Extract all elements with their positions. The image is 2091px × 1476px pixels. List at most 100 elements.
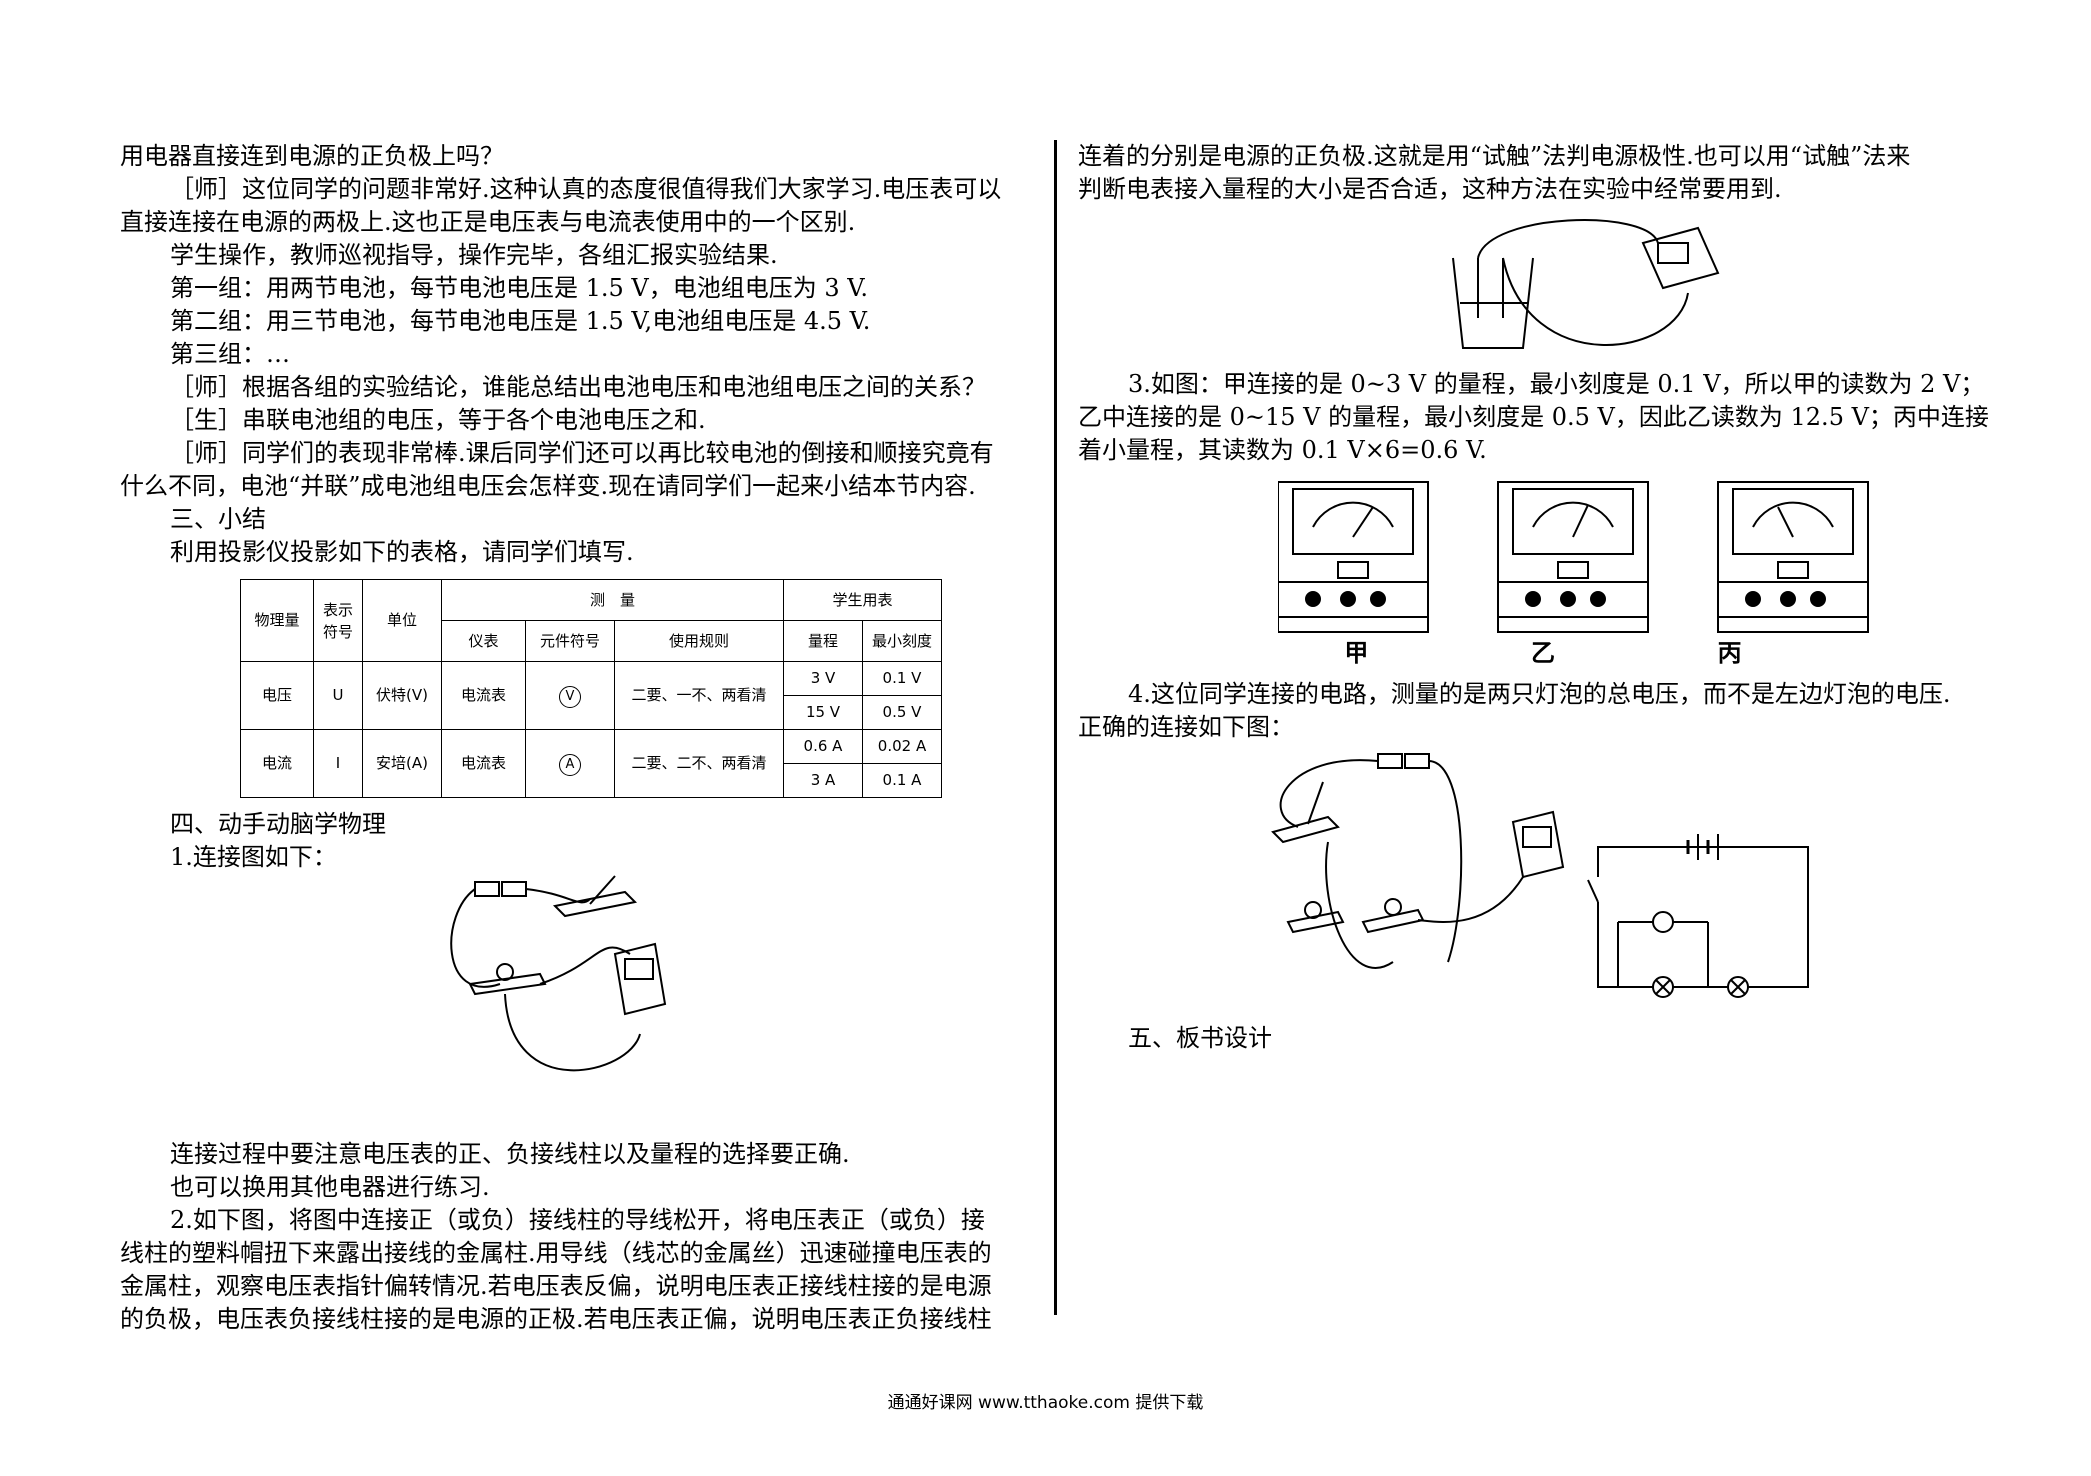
section-heading: 三、小结 (170, 505, 266, 533)
text-line: 直接连接在电源的两极上.这也正是电压表与电流表使用中的一个区别. (120, 208, 856, 236)
meter-label-jia: 甲 (1344, 639, 1369, 667)
wire-icon (1417, 876, 1524, 923)
text-line: 金属柱，观察电压表指针偏转情况.若电压表反偏，说明电压表正接线柱接的是电源 (120, 1272, 992, 1300)
text-line: ［师］这位同学的问题非常好.这种认真的态度很值得我们大家学习.电压表可以 (170, 175, 1002, 203)
bulb-icon (496, 963, 514, 981)
text-line: 的负极，电压表负接线柱接的是电源的正极.若电压表正偏，说明电压表正负接线柱 (120, 1305, 992, 1333)
text-line: 用电器直接连到电源的正负极上吗？ (120, 142, 504, 170)
battery-icon (1377, 753, 1403, 769)
meter-yi-icon (1497, 481, 1649, 633)
battery-icon (474, 881, 500, 897)
switch-lever-icon (589, 875, 616, 905)
battery-icon (1404, 753, 1430, 769)
summary-table-wrap: 物理量 表示符号 单位 测 量 学生用表 仪表 元件符号 使用规则 量程 最小刻… (240, 579, 1035, 798)
wire-icon (1502, 257, 1689, 346)
cell-quantity: 电压 (240, 661, 314, 730)
text-line: ［师］同学们的表现非常棒.课后同学们还可以再比较电池的倒接和顺接究竟有 (170, 439, 994, 467)
voltmeter-dial-icon (1522, 826, 1552, 848)
text-line: 连着的分别是电源的正负极.这就是用“试触”法判电源极性.也可以用“试触”法来 (1078, 142, 1911, 170)
meter-label-yi: 乙 (1531, 639, 1555, 667)
cell-min-division: 0.02 A (862, 729, 942, 764)
th-instrument: 仪表 (441, 620, 526, 662)
text-line: 第三组：… (170, 340, 290, 368)
text-line: 利用投影仪投影如下的表格，请同学们填写. (170, 538, 634, 566)
bulb-base-icon (1286, 910, 1345, 934)
bulb-base-icon (1361, 908, 1425, 934)
meter-bing-icon (1717, 481, 1869, 633)
footer: 通通好课网 www.tthaoke.com 提供下载 (887, 1393, 1204, 1413)
cell-instrument: 电流表 (441, 729, 526, 798)
cell-component: V (525, 661, 615, 730)
text-line: 正确的连接如下图： (1078, 713, 1294, 741)
voltmeter-icon (1641, 226, 1720, 290)
cell-unit: 安培(A) (362, 729, 442, 798)
th-quantity: 物理量 (240, 579, 314, 662)
meter-label-bing: 丙 (1717, 639, 1742, 667)
cell-symbol: I (313, 729, 363, 798)
cell-unit: 伏特(V) (362, 661, 442, 730)
wire-icon (1428, 760, 1463, 963)
switch-icon (1271, 815, 1340, 844)
wire-icon (504, 993, 641, 1072)
cell-range: 0.6 A (783, 729, 863, 764)
wire-icon (539, 946, 631, 985)
text-line: 线柱的塑料帽扭下来露出接线的金属柱.用导线（线芯的金属丝）迅速碰撞电压表的 (120, 1239, 992, 1267)
text-line: 第二组：用三节电池，每节电池电压是 1.5 V,电池组电压是 4.5 V. (170, 307, 871, 335)
column-divider (1054, 140, 1057, 1315)
text-line: 第一组：用两节电池，每节电池电压是 1.5 V，电池组电压为 3 V. (170, 274, 869, 302)
meter-jia-icon (1278, 481, 1429, 633)
cell-range: 15 V (783, 695, 863, 730)
correct-circuit-figure (1271, 753, 1809, 998)
bulb-base-icon (468, 972, 547, 996)
cell-instrument: 电流表 (441, 661, 526, 730)
text-line: 着小量程，其读数为 0.1 V×6=0.6 V. (1078, 436, 1487, 464)
text-line: 乙中连接的是 0~15 V 的量程，最小刻度是 0.5 V，因此乙读数为 12.… (1078, 403, 1989, 431)
battery-test-figure (1452, 219, 1720, 349)
th-rules: 使用规则 (614, 620, 784, 662)
left-column: 用电器直接连到电源的正负极上吗？ ［师］这位同学的问题非常好.这种认真的态度很值… (120, 140, 1035, 1336)
text-line: ［生］串联电池组的电压，等于各个电池电压之和. (170, 406, 706, 434)
switch-lever-icon (1307, 781, 1324, 825)
text-line: 4.这位同学连接的电路，测量的是两只灯泡的总电压，而不是左边灯泡的电压. (1128, 680, 1951, 708)
wire-icon (1279, 759, 1379, 828)
voltmeter-dial-icon (1657, 242, 1689, 264)
th-unit: 单位 (362, 579, 442, 662)
th-min-division: 最小刻度 (862, 620, 942, 662)
voltmeter-icon (1511, 810, 1565, 879)
text-line: 也可以换用其他电器进行练习. (170, 1173, 490, 1201)
text-line: 1.连接图如下： (170, 843, 337, 871)
cell-min-division: 0.1 V (862, 661, 942, 696)
connection-diagram-figure (450, 875, 667, 1072)
bulb-icon (1304, 901, 1322, 919)
section-heading: 四、动手动脑学物理 (170, 810, 386, 838)
text-line: 3.如图：甲连接的是 0~3 V 的量程，最小刻度是 0.1 V，所以甲的读数为… (1128, 370, 1985, 398)
text-line: 学生操作，教师巡视指导，操作完毕，各组汇报实验结果. (170, 241, 778, 269)
summary-table: 物理量 表示符号 单位 测 量 学生用表 仪表 元件符号 使用规则 量程 最小刻… (240, 579, 942, 798)
th-measure: 测 量 (441, 579, 784, 621)
voltmeter-icon (613, 942, 667, 1016)
voltmeter-symbol-icon: V (559, 686, 581, 708)
text-line: ［师］根据各组的实验结论，谁能总结出电池电压和电池组电压之间的关系？ (170, 373, 986, 401)
section-heading: 五、板书设计 (1128, 1024, 1272, 1052)
text-line: 连接过程中要注意电压表的正、负接线柱以及量程的选择要正确. (170, 1140, 850, 1168)
cell-range: 3 V (783, 661, 863, 696)
cell-symbol: U (313, 661, 363, 730)
cell-quantity: 电流 (240, 729, 314, 798)
text-line: 什么不同，电池“并联”成电池组电压会怎样变.现在请同学们一起来小结本节内容. (120, 472, 976, 500)
switch-icon (552, 890, 638, 918)
cell-min-division: 0.1 A (862, 763, 942, 798)
th-student-meter: 学生用表 (783, 579, 942, 621)
wire-icon (450, 888, 501, 988)
circuit-schematic-icon (1587, 834, 1809, 998)
voltmeter-dial-icon (624, 958, 654, 980)
cell-rules: 二要、二不、两看清 (614, 729, 784, 798)
meter-labels: 甲 乙 丙 (1263, 637, 1823, 670)
bulb-icon (1384, 898, 1402, 916)
th-component-symbol: 元件符号 (525, 620, 615, 662)
text-line: 判断电表接入量程的大小是否合适，这种方法在实验中经常要用到. (1078, 175, 1782, 203)
text-line: 2.如下图，将图中连接正（或负）接线柱的导线松开，将电压表正（或负）接 (170, 1206, 985, 1234)
wire-icon (1325, 841, 1394, 969)
th-range: 量程 (783, 620, 863, 662)
right-column: 连着的分别是电源的正负极.这就是用“试触”法判电源极性.也可以用“试触”法来 判… (1078, 140, 1993, 1055)
ammeter-symbol-icon: A (559, 754, 581, 776)
